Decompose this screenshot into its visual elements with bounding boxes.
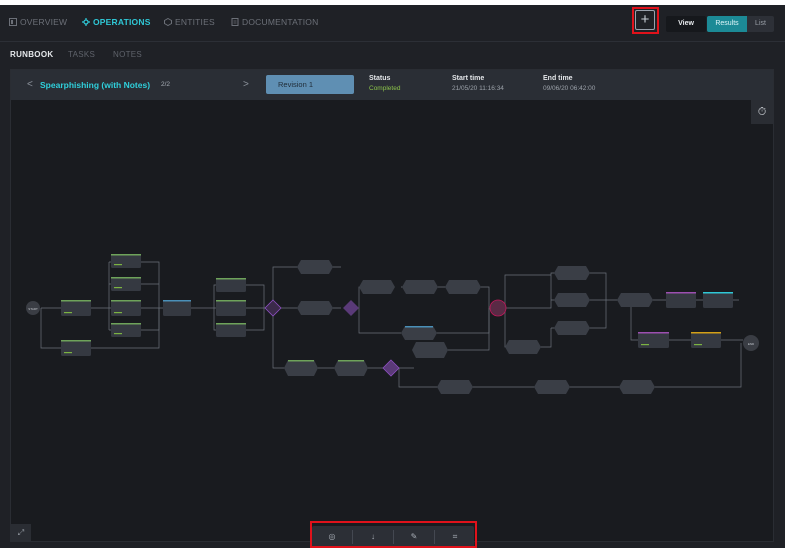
add-button[interactable]: + bbox=[635, 10, 655, 30]
task-node[interactable] bbox=[216, 278, 246, 292]
end-node[interactable]: END bbox=[743, 335, 759, 351]
plus-icon: + bbox=[640, 11, 650, 28]
task-node[interactable] bbox=[111, 300, 141, 316]
status-value: Completed bbox=[369, 85, 401, 92]
task-node[interactable] bbox=[638, 332, 669, 348]
status-label: Status bbox=[369, 75, 391, 82]
task-node[interactable] bbox=[554, 266, 590, 280]
task-node[interactable] bbox=[437, 380, 473, 394]
merge-node[interactable] bbox=[489, 299, 507, 317]
app-window: OVERVIEW OPERATIONS ENTITIES DOCUMENTATI… bbox=[0, 5, 785, 548]
task-node[interactable] bbox=[445, 280, 481, 294]
runbook-title: Spearphishing (with Notes) bbox=[40, 80, 151, 90]
decision-nodes bbox=[264, 299, 507, 377]
canvas-toolbar: ◎ ↓ ✎ ⌗ bbox=[312, 526, 474, 548]
task-node[interactable] bbox=[61, 300, 91, 316]
decision-node[interactable] bbox=[382, 359, 400, 377]
nav-documentation[interactable]: DOCUMENTATION bbox=[231, 17, 318, 27]
task-node[interactable] bbox=[216, 300, 246, 316]
revision-selector[interactable]: Revision 1 bbox=[266, 75, 354, 94]
task-node[interactable] bbox=[666, 292, 696, 308]
task-node[interactable] bbox=[111, 323, 141, 337]
nav-overview[interactable]: OVERVIEW bbox=[9, 17, 67, 27]
expand-icon: ⤢ bbox=[17, 528, 25, 537]
task-node[interactable] bbox=[297, 260, 333, 274]
task-node[interactable] bbox=[412, 342, 448, 358]
task-node[interactable] bbox=[703, 292, 733, 308]
highlight-toolbar bbox=[310, 521, 477, 548]
tab-tasks[interactable]: TASKS bbox=[68, 50, 96, 59]
nav-entities[interactable]: ENTITIES bbox=[164, 17, 215, 27]
download-button[interactable]: ↓ bbox=[353, 526, 393, 548]
view-toggle: Results List bbox=[707, 16, 774, 32]
documentation-icon bbox=[231, 18, 239, 26]
task-node[interactable] bbox=[359, 280, 395, 294]
start-node-label: START bbox=[28, 307, 38, 311]
decision-node[interactable] bbox=[264, 299, 282, 317]
end-time-label: End time bbox=[543, 75, 573, 82]
sub-navigation: RUNBOOK TASKS NOTES bbox=[0, 42, 785, 68]
tab-runbook[interactable]: RUNBOOK bbox=[10, 50, 54, 59]
task-node[interactable] bbox=[505, 340, 541, 354]
runbook-header: < Spearphishing (with Notes) 2/2 > Revis… bbox=[11, 70, 773, 100]
workflow-canvas[interactable]: START END bbox=[11, 100, 773, 541]
prev-runbook-button[interactable]: < bbox=[27, 79, 33, 90]
top-navigation: OVERVIEW OPERATIONS ENTITIES DOCUMENTATI… bbox=[0, 5, 785, 42]
start-node[interactable]: START bbox=[26, 301, 40, 315]
workflow-graph: START END bbox=[26, 254, 759, 394]
nav-operations[interactable]: OPERATIONS bbox=[82, 17, 151, 27]
decision-node[interactable] bbox=[343, 300, 359, 316]
task-node[interactable] bbox=[554, 321, 590, 335]
nav-overview-label: OVERVIEW bbox=[20, 17, 68, 27]
task-node[interactable] bbox=[554, 293, 590, 307]
expand-button[interactable]: ⤢ bbox=[11, 524, 31, 542]
task-node[interactable] bbox=[111, 277, 141, 291]
end-node-label: END bbox=[748, 342, 755, 346]
edit-icon: ✎ bbox=[410, 532, 418, 541]
highlight-add-button bbox=[632, 7, 659, 34]
download-icon: ↓ bbox=[371, 532, 375, 541]
fit-icon: ⌗ bbox=[452, 532, 458, 541]
fit-to-screen-button[interactable]: ⌗ bbox=[435, 526, 475, 548]
toolbar-divider bbox=[393, 530, 394, 544]
center-button[interactable]: ◎ bbox=[312, 526, 352, 548]
task-node[interactable] bbox=[163, 300, 191, 316]
start-time-label: Start time bbox=[452, 75, 485, 82]
task-node[interactable] bbox=[619, 380, 655, 394]
task-node[interactable] bbox=[402, 280, 438, 294]
task-node[interactable] bbox=[297, 301, 333, 315]
center-icon: ◎ bbox=[328, 532, 336, 541]
dashboard-icon bbox=[9, 18, 17, 26]
runbook-panel: < Spearphishing (with Notes) 2/2 > Revis… bbox=[10, 69, 774, 542]
task-node[interactable] bbox=[334, 360, 368, 376]
nav-operations-label: OPERATIONS bbox=[93, 17, 151, 27]
timer-button[interactable]: ⏱ bbox=[751, 100, 773, 124]
next-runbook-button[interactable]: > bbox=[243, 79, 249, 90]
toolbar-divider bbox=[434, 530, 435, 544]
end-time-value: 09/06/20 06:42:00 bbox=[543, 85, 596, 92]
nav-documentation-label: DOCUMENTATION bbox=[242, 17, 319, 27]
task-node[interactable] bbox=[401, 326, 437, 340]
task-node[interactable] bbox=[61, 340, 91, 356]
task-node[interactable] bbox=[617, 293, 653, 307]
start-time-value: 21/05/20 11:16:34 bbox=[452, 85, 504, 92]
task-node[interactable] bbox=[216, 323, 246, 337]
entities-icon bbox=[164, 18, 172, 26]
list-toggle-button[interactable]: List bbox=[755, 20, 766, 27]
tab-notes[interactable]: NOTES bbox=[113, 50, 143, 59]
task-node[interactable] bbox=[534, 380, 570, 394]
task-node[interactable] bbox=[691, 332, 721, 348]
toolbar-divider bbox=[352, 530, 353, 544]
runbook-count: 2/2 bbox=[161, 81, 171, 88]
view-label: View bbox=[666, 16, 706, 32]
results-toggle-button[interactable]: Results bbox=[707, 16, 747, 32]
edit-button[interactable]: ✎ bbox=[394, 526, 434, 548]
task-node[interactable] bbox=[111, 254, 141, 268]
task-nodes bbox=[61, 254, 733, 394]
operations-icon bbox=[82, 18, 90, 26]
task-node[interactable] bbox=[284, 360, 318, 376]
timer-icon: ⏱ bbox=[757, 106, 767, 118]
nav-entities-label: ENTITIES bbox=[175, 17, 215, 27]
